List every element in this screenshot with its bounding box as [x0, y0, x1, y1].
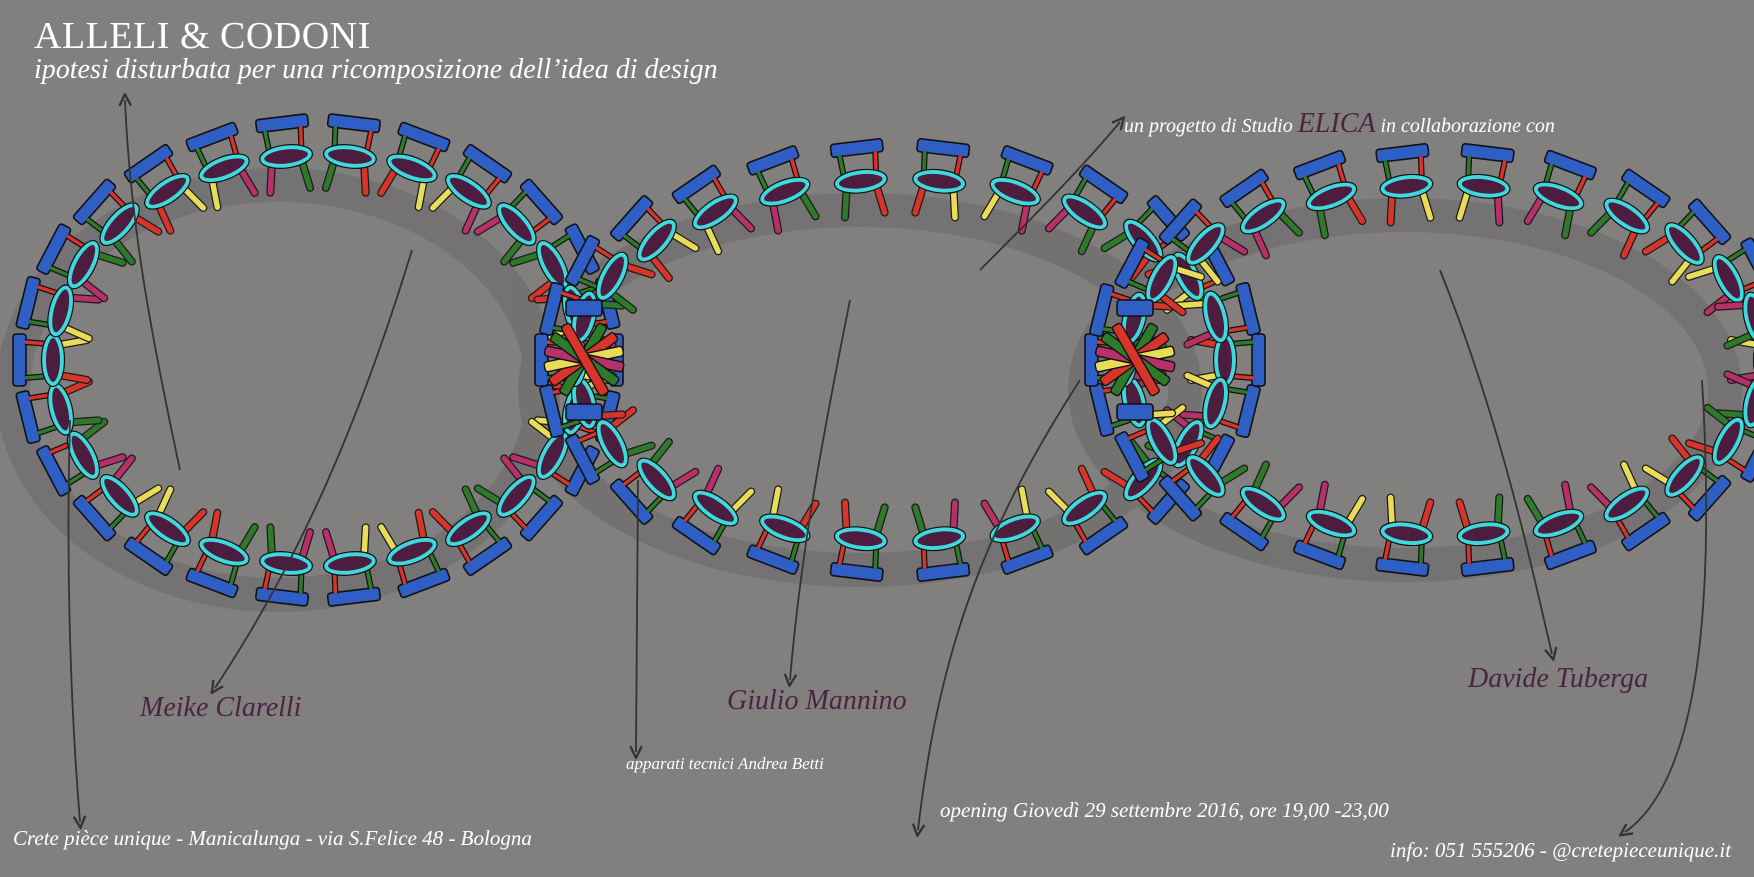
- chair: [72, 454, 163, 542]
- chair: [565, 299, 603, 317]
- chair: [185, 121, 259, 212]
- chair: [321, 523, 381, 607]
- chair: [746, 145, 820, 235]
- arrow-credit: [979, 122, 1120, 271]
- helix-strands: [12, 113, 1754, 607]
- chair: [980, 485, 1054, 575]
- chair: [671, 464, 756, 556]
- designer-giulio-mannino: Giulio Mannino: [727, 685, 907, 716]
- opening-date: opening Giovedì 29 settembre 2016, ore 1…: [940, 798, 1389, 822]
- event-subtitle: ipotesi disturbata per una ricomposizion…: [34, 54, 718, 85]
- chair: [1523, 149, 1597, 240]
- chair: [15, 275, 103, 343]
- chair: [473, 454, 564, 542]
- arrow-tech: [636, 479, 638, 752]
- chair: [428, 143, 513, 235]
- chair: [1173, 281, 1261, 349]
- chair: [609, 437, 700, 525]
- chair: [1587, 460, 1671, 552]
- designer-davide-tuberga: Davide Tuberga: [1468, 663, 1649, 694]
- project-credit: un progetto di Studio ELICA in collabora…: [1124, 108, 1555, 140]
- chair: [1044, 164, 1129, 256]
- chair: [609, 195, 700, 283]
- chair: [1044, 464, 1129, 556]
- arrow-giulio: [790, 299, 851, 680]
- chair: [980, 145, 1054, 235]
- chair: [377, 121, 451, 212]
- chair: [1114, 403, 1206, 483]
- chair: [36, 223, 127, 303]
- chair: [1219, 168, 1303, 260]
- chair: [1523, 480, 1597, 571]
- chair: [1114, 237, 1206, 317]
- designer-meike-clarelli: Meike Clarelli: [140, 692, 302, 723]
- chair: [1116, 403, 1154, 421]
- chair: [560, 322, 609, 397]
- chair: [829, 138, 889, 222]
- chair: [911, 498, 971, 582]
- annotation-arrows: [67, 100, 1708, 832]
- chair: [1375, 143, 1435, 227]
- chair: [1158, 434, 1249, 522]
- chair: [1293, 149, 1367, 240]
- arrow-title: [125, 100, 181, 471]
- chair: [671, 164, 756, 256]
- arrow-meike: [215, 249, 413, 688]
- credit-prefix: un progetto di Studio: [1124, 115, 1298, 137]
- chair: [1219, 460, 1303, 552]
- chair: [123, 485, 208, 577]
- chair: [255, 113, 315, 197]
- chair: [255, 523, 315, 607]
- chair: [911, 138, 971, 222]
- chair: [1111, 322, 1160, 397]
- chair: [1455, 493, 1515, 577]
- chair: [564, 406, 656, 486]
- studio-name: ELICA: [1297, 108, 1376, 139]
- arrow-opening: [918, 379, 1081, 830]
- chair: [1293, 480, 1367, 571]
- arrow-davide: [1439, 269, 1552, 654]
- chair: [1587, 168, 1671, 260]
- chair: [1641, 198, 1732, 286]
- chair: [321, 113, 381, 197]
- chair: [377, 508, 451, 599]
- credit-suffix: in collaborazione con: [1375, 115, 1555, 137]
- chair: [1455, 143, 1515, 227]
- chair: [1158, 198, 1249, 286]
- arrow-venue: [67, 419, 80, 822]
- venue-address: Crete pièce unique - Manicalunga - via S…: [13, 826, 532, 850]
- chair: [12, 332, 91, 388]
- event-title: ALLELI & CODONI: [34, 15, 371, 57]
- chair: [1684, 237, 1754, 317]
- chair: [829, 498, 889, 582]
- chair: [36, 417, 127, 497]
- chair: [185, 508, 259, 599]
- chair: [564, 234, 656, 314]
- chair: [1173, 371, 1261, 439]
- contact-info: info: 051 555206 - @cretepieceunique.it: [1390, 838, 1732, 862]
- chair: [1375, 493, 1435, 577]
- technical-credit: apparati tecnici Andrea Betti: [626, 754, 824, 773]
- chair: [428, 485, 513, 577]
- chair: [1116, 299, 1154, 317]
- chair: [565, 403, 603, 421]
- chair: [473, 178, 564, 266]
- chair: [123, 143, 208, 235]
- arrow-info: [1625, 379, 1708, 832]
- chair: [1641, 434, 1732, 522]
